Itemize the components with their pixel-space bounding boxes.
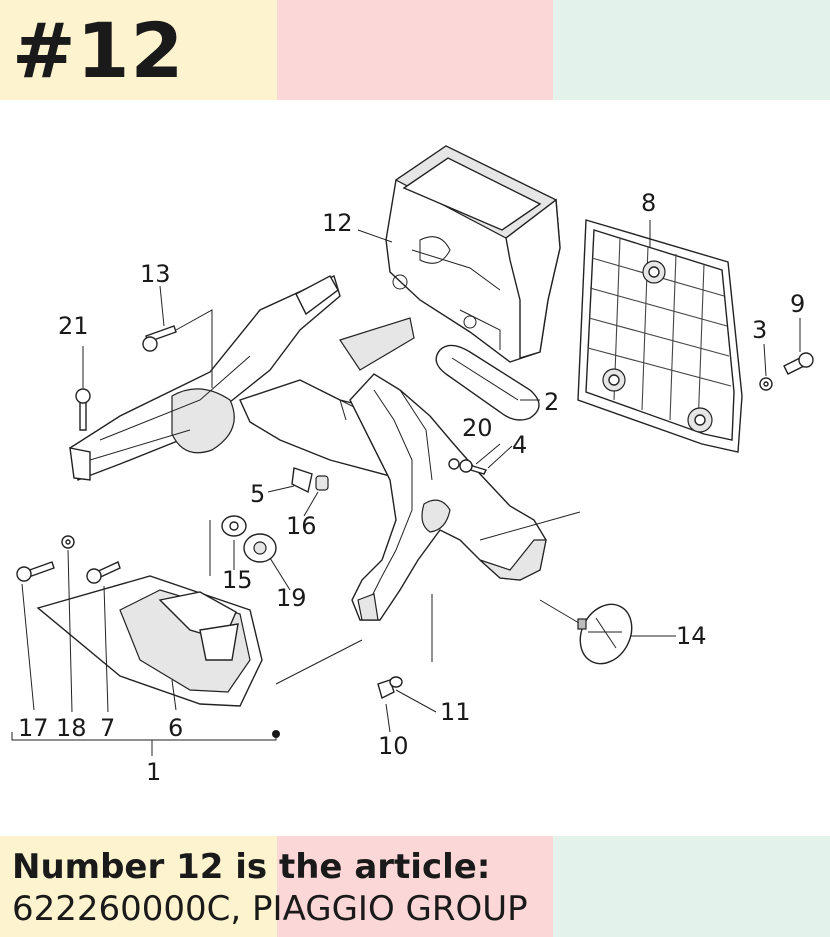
callout-18: 18 <box>56 714 87 742</box>
band-yellow <box>0 0 277 100</box>
article-caption-heading: Number 12 is the article: <box>12 847 491 887</box>
callout-11: 11 <box>440 698 471 726</box>
band-pink <box>277 836 553 937</box>
callout-21: 21 <box>58 312 89 340</box>
article-number-text: 622260000C, PIAGGIO GROUP <box>12 889 528 929</box>
hardware <box>16 325 814 700</box>
callouts: 12 8 13 21 9 3 2 20 4 5 16 15 19 14 11 1… <box>18 189 805 786</box>
part-12-housing <box>385 145 561 363</box>
callout-19: 19 <box>276 584 307 612</box>
callout-2: 2 <box>544 388 559 416</box>
part-2-gasket <box>435 344 540 421</box>
callout-14: 14 <box>676 622 707 650</box>
callout-12: 12 <box>322 209 353 237</box>
callout-1: 1 <box>146 758 161 786</box>
callout-15: 15 <box>222 566 253 594</box>
part-14-reflector <box>539 599 633 665</box>
footer-band <box>0 836 830 937</box>
callout-8: 8 <box>641 189 656 217</box>
leader-lines <box>11 220 801 756</box>
band-pink <box>277 0 553 100</box>
callout-3: 3 <box>752 316 767 344</box>
parts-diagram: 12 8 13 21 9 3 2 20 4 5 16 15 19 14 11 1… <box>11 145 814 786</box>
callout-17: 17 <box>18 714 49 742</box>
part-6-splash-shield <box>36 575 263 707</box>
page-title: #12 <box>12 6 185 95</box>
band-mint <box>553 0 830 100</box>
callout-4: 4 <box>512 431 527 459</box>
callout-16: 16 <box>286 512 317 540</box>
callout-5: 5 <box>250 480 265 508</box>
callout-10: 10 <box>378 732 409 760</box>
main-bracket <box>349 373 547 621</box>
header-band <box>0 0 830 100</box>
part-8-plate-grid <box>577 219 743 453</box>
band-mint <box>553 836 830 937</box>
callout-7: 7 <box>100 714 115 742</box>
band-yellow <box>0 836 277 937</box>
callout-13: 13 <box>140 260 171 288</box>
callout-20: 20 <box>462 414 493 442</box>
callout-9: 9 <box>790 290 805 318</box>
callout-6: 6 <box>168 714 183 742</box>
part-1-fender <box>69 275 421 481</box>
